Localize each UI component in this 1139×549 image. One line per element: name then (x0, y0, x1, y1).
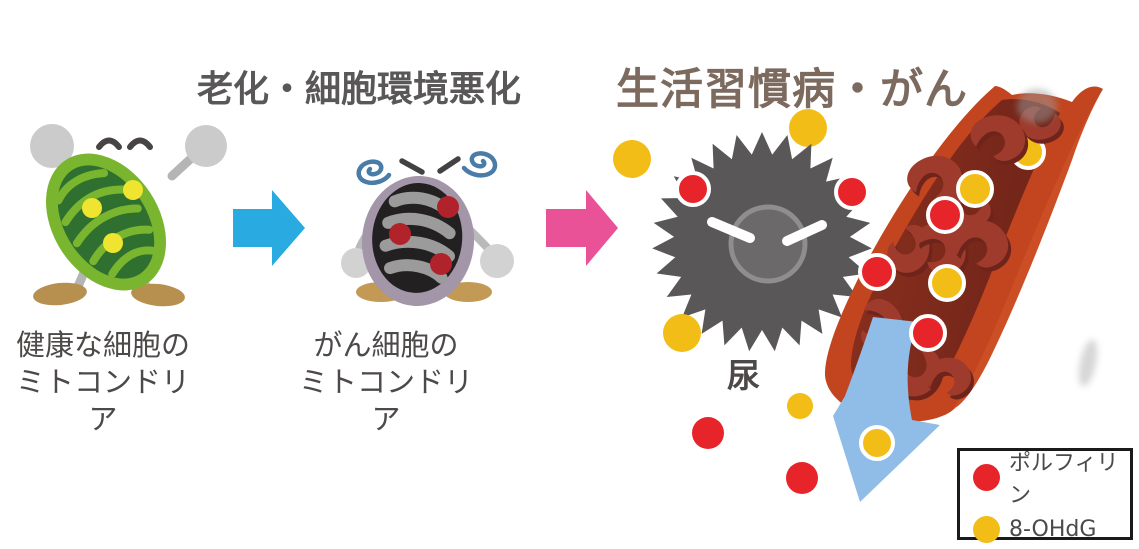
worried-brow-icon (399, 158, 425, 175)
progression-arrow-1 (233, 190, 305, 266)
result-title: 生活習慣病・がん (616, 65, 968, 115)
oxidative-marker-dots (82, 180, 143, 253)
urine-excretion-arrow (833, 317, 940, 502)
8-ohdg-dot (663, 314, 701, 352)
porphyrin-dot (858, 253, 896, 291)
right-hand (185, 125, 227, 167)
shadow-smudge (1078, 339, 1098, 387)
8-ohdg-dot (613, 140, 651, 178)
stage-title: 老化・細胞環境悪化 (197, 69, 522, 110)
legend-item-porphyrin: ポルフィリン (973, 445, 1130, 509)
cell-surface-dots (675, 171, 870, 210)
right-shoe (131, 283, 185, 307)
worried-brow-icon (437, 156, 461, 174)
urine-label: 尿 (727, 356, 760, 395)
porphyrin-dot (909, 314, 947, 352)
legend: ポルフィリン 8-OHdG (957, 445, 1133, 543)
porphyrin-dot-icon (973, 463, 1000, 491)
8-ohdg-dot-icon (973, 516, 1000, 543)
oxidative-marker-dot (82, 198, 102, 218)
porphyrin-dot (692, 417, 724, 449)
porphyrin-dot (675, 171, 711, 207)
right-hand (480, 244, 514, 278)
damage-marker-dot (389, 223, 411, 245)
caption-line: 健康な細胞の (15, 328, 190, 362)
happy-eye-icon (127, 137, 153, 150)
cancer-mitochondria-character (341, 151, 514, 306)
8-ohdg-dot (928, 264, 966, 302)
porphyrin-dot (926, 196, 964, 234)
cancer-cell-nucleus (728, 204, 808, 284)
legend-item-8ohdg: 8-OHdG (973, 516, 1130, 543)
damage-marker-dots (389, 196, 459, 275)
healthy-mitochondria-caption: 健康な細胞の ミトコンドリア (3, 327, 203, 438)
damage-marker-dot (437, 196, 459, 218)
angry-brow-icon (707, 217, 755, 243)
8-ohdg-dot (956, 170, 994, 208)
caption-line: ミトコンドリア (15, 365, 190, 436)
caption-line: ミトコンドリア (298, 365, 473, 436)
dizzy-swirl-icon (461, 151, 498, 178)
smoke-smudge (1017, 89, 1057, 123)
dizzy-swirl-icon (356, 159, 392, 186)
8-ohdg-dot (789, 109, 827, 147)
angry-brow-icon (782, 220, 827, 246)
progression-arrow-2 (546, 190, 618, 266)
left-shoe (33, 282, 87, 306)
oxidative-marker-dot (123, 180, 143, 200)
porphyrin-dot (834, 174, 870, 210)
cancer-mitochondria-caption: がん細胞の ミトコンドリア (286, 327, 486, 438)
caption-line: がん細胞の (313, 328, 459, 362)
happy-eye-icon (96, 137, 122, 150)
vessel-dots (858, 170, 994, 352)
damage-marker-dot (430, 253, 452, 275)
legend-label: ポルフィリン (1009, 451, 1119, 508)
oxidative-marker-dot (103, 233, 123, 253)
excreted-dots (663, 314, 818, 494)
vessel-wall-highlight (953, 89, 1103, 409)
floating-dots-behind (613, 109, 827, 178)
8-ohdg-dot (859, 425, 895, 461)
left-hand (30, 124, 74, 168)
legend-label: 8-OHdG (1009, 517, 1097, 542)
8-ohdg-dot (787, 393, 813, 419)
porphyrin-dot (786, 462, 818, 494)
arrow-dot (859, 425, 895, 461)
healthy-mitochondria-character (30, 124, 227, 307)
